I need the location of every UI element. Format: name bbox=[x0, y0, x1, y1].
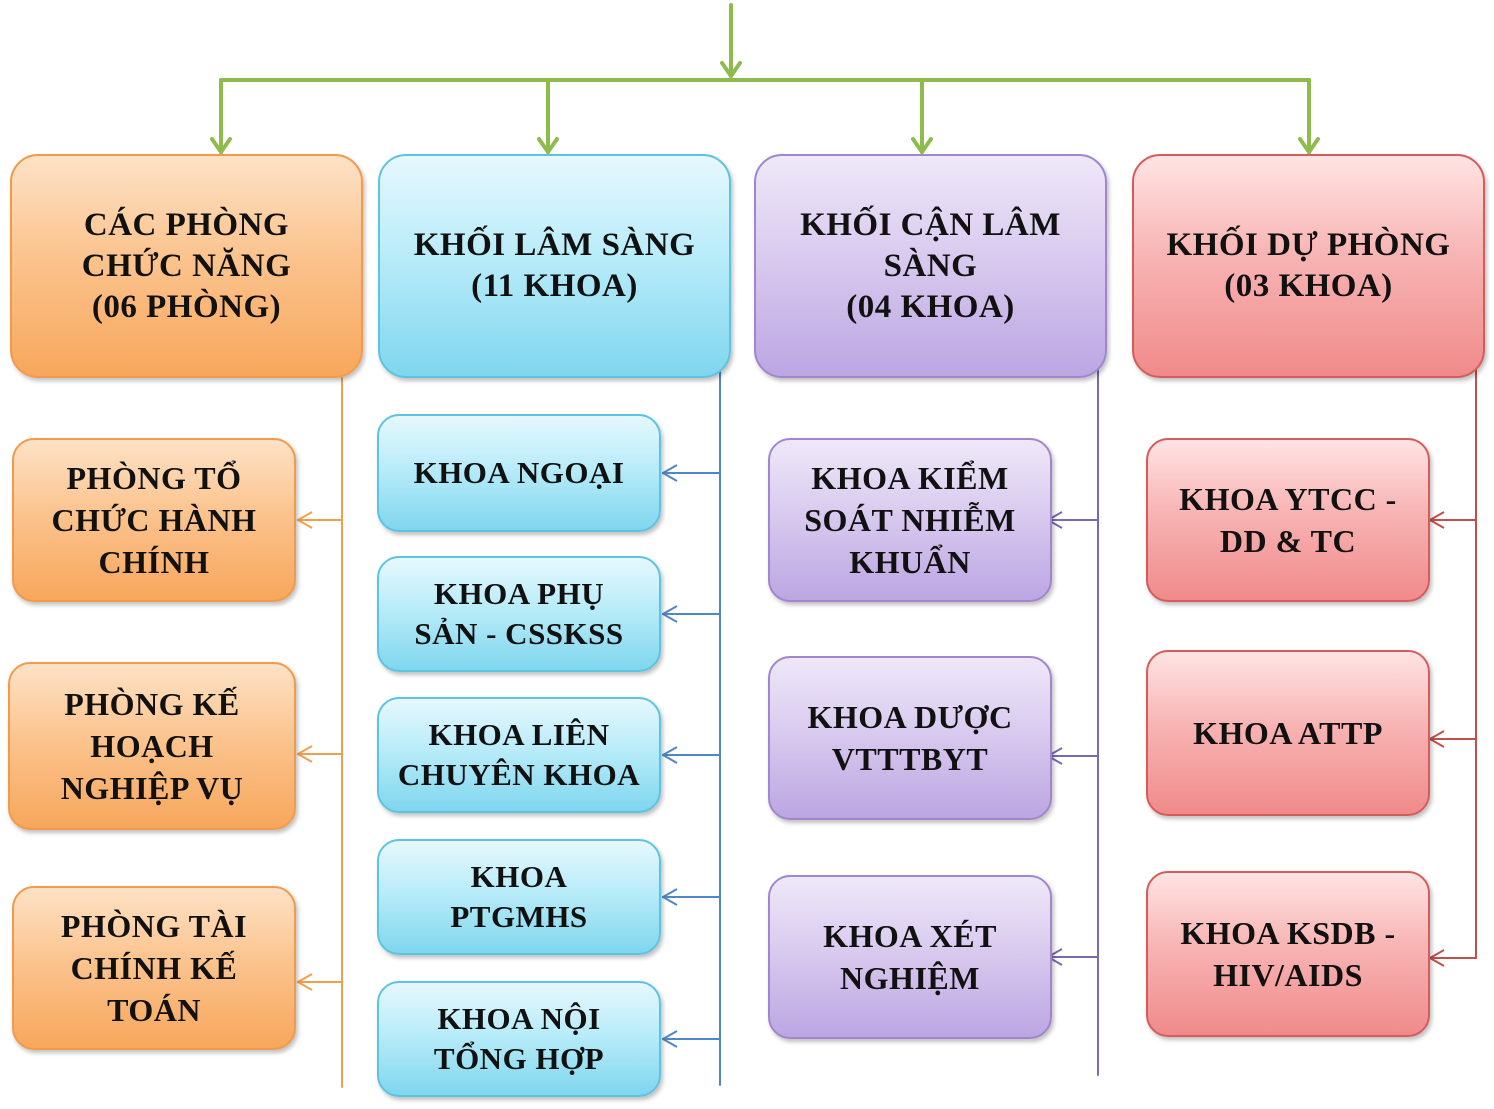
header-functional-offices: CÁC PHÒNG CHỨC NĂNG (06 PHÒNG) bbox=[10, 154, 363, 378]
dept-laboratory: KHOA XÉT NGHIỆM bbox=[768, 875, 1052, 1039]
header-clinical-block: KHỐI LÂM SÀNG (11 KHOA) bbox=[378, 154, 731, 378]
branch-arrow-1-4 bbox=[662, 1030, 678, 1048]
drop-arrow-3 bbox=[1298, 137, 1320, 154]
dept-disease-control: KHOA KSDB - HIV/AIDS bbox=[1146, 871, 1430, 1037]
branch-arrow-3-0 bbox=[1429, 511, 1445, 529]
drop-arrow-1 bbox=[537, 137, 559, 154]
dept-surgery: KHOA NGOẠI bbox=[377, 414, 661, 532]
header-paraclinical-block: KHỐI CẬN LÂM SÀNG (04 KHOA) bbox=[754, 154, 1107, 378]
branch-arrow-3-2 bbox=[1429, 949, 1445, 967]
dept-public-health: KHOA YTCC - DD & TC bbox=[1146, 438, 1430, 602]
branch-arrow-3-1 bbox=[1429, 730, 1445, 748]
branch-arrow-1-3 bbox=[662, 888, 678, 906]
branch-arrow-0-0 bbox=[297, 511, 313, 529]
dept-food-safety: KHOA ATTP bbox=[1146, 650, 1430, 816]
drop-arrow-0 bbox=[210, 137, 232, 154]
trunk-arrow bbox=[720, 61, 742, 78]
dept-infection-control: KHOA KIỂM SOÁT NHIỄM KHUẨN bbox=[768, 438, 1052, 602]
dept-pharmacy: KHOA DƯỢC VTTTBYT bbox=[768, 656, 1052, 820]
office-planning: PHÒNG KẾ HOẠCH NGHIỆP VỤ bbox=[8, 662, 296, 830]
branch-arrow-1-1 bbox=[662, 605, 678, 623]
dept-multispecialty: KHOA LIÊN CHUYÊN KHOA bbox=[377, 697, 661, 813]
dept-obstetrics: KHOA PHỤ SẢN - CSSKSS bbox=[377, 556, 661, 672]
office-finance: PHÒNG TÀI CHÍNH KẾ TOÁN bbox=[12, 886, 296, 1050]
office-administration: PHÒNG TỔ CHỨC HÀNH CHÍNH bbox=[12, 438, 296, 602]
dept-ptgmhs: KHOA PTGMHS bbox=[377, 839, 661, 955]
branch-arrow-1-2 bbox=[662, 746, 678, 764]
branch-arrow-0-2 bbox=[297, 973, 313, 991]
branch-arrow-1-0 bbox=[662, 464, 678, 482]
drop-arrow-2 bbox=[911, 137, 933, 154]
dept-internal-medicine: KHOA NỘI TỔNG HỢP bbox=[377, 981, 661, 1097]
header-preventive-block: KHỐI DỰ PHÒNG (03 KHOA) bbox=[1132, 154, 1485, 378]
branch-arrow-0-1 bbox=[297, 745, 313, 763]
